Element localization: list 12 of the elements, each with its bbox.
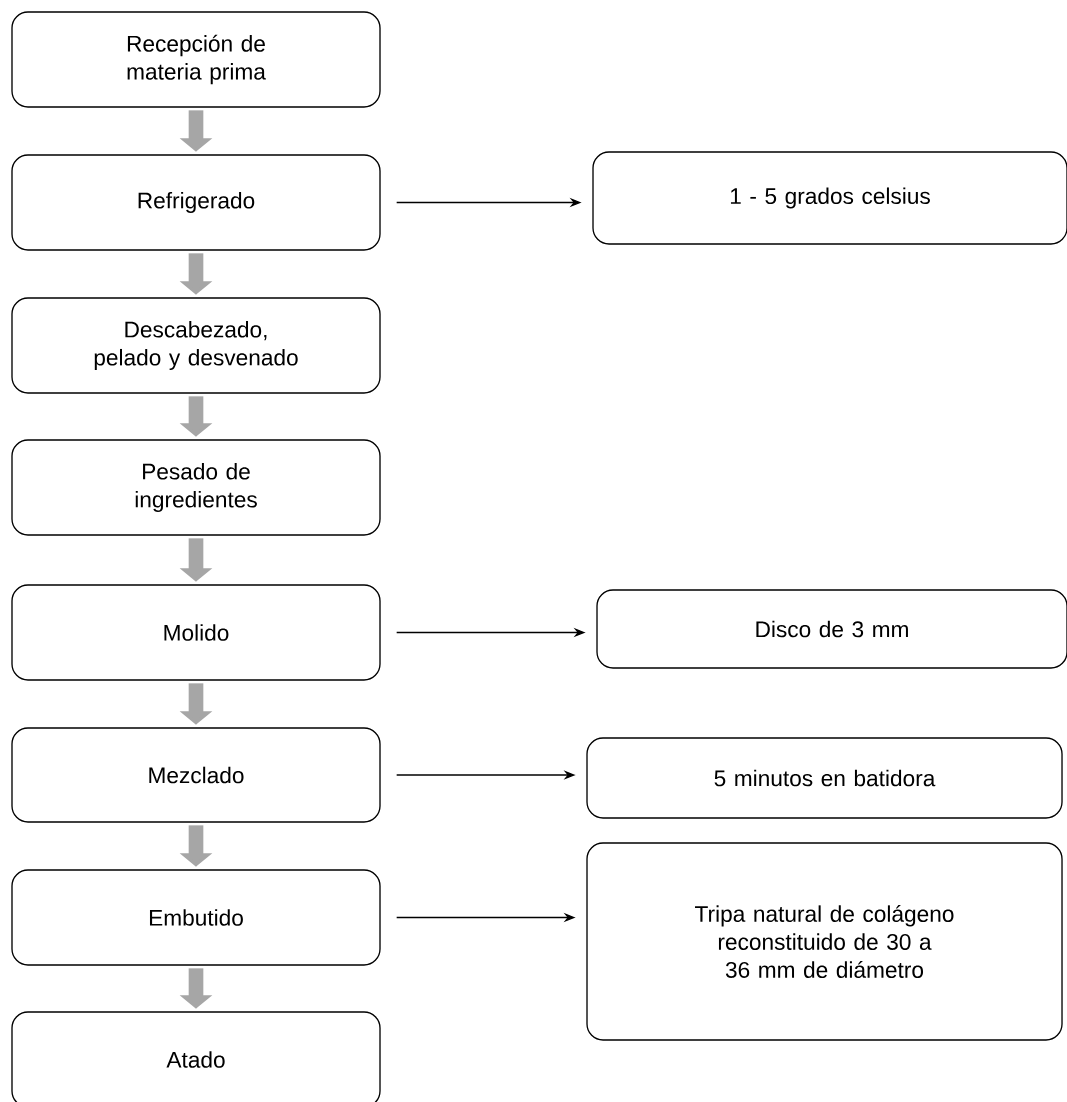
process-box: Refrigerado <box>11 154 381 251</box>
process-box: Tripa natural de colágeno reconstituido de 30 a 36 mm de diámetro <box>586 842 1063 1041</box>
process-box: 5 minutos en batidora <box>586 737 1063 819</box>
process-box: 1 - 5 grados celsius <box>592 151 1067 245</box>
process-box: Descabezado, pelado y desvenado <box>11 297 381 394</box>
process-box: Atado <box>11 1011 381 1102</box>
process-box: Molido <box>11 584 381 681</box>
process-box: Pesado de ingredientes <box>11 439 381 536</box>
process-box: Embutido <box>11 869 381 966</box>
process-box: Disco de 3 mm <box>596 589 1067 669</box>
process-box: Recepción de materia prima <box>11 11 381 108</box>
process-box: Mezclado <box>11 727 381 823</box>
